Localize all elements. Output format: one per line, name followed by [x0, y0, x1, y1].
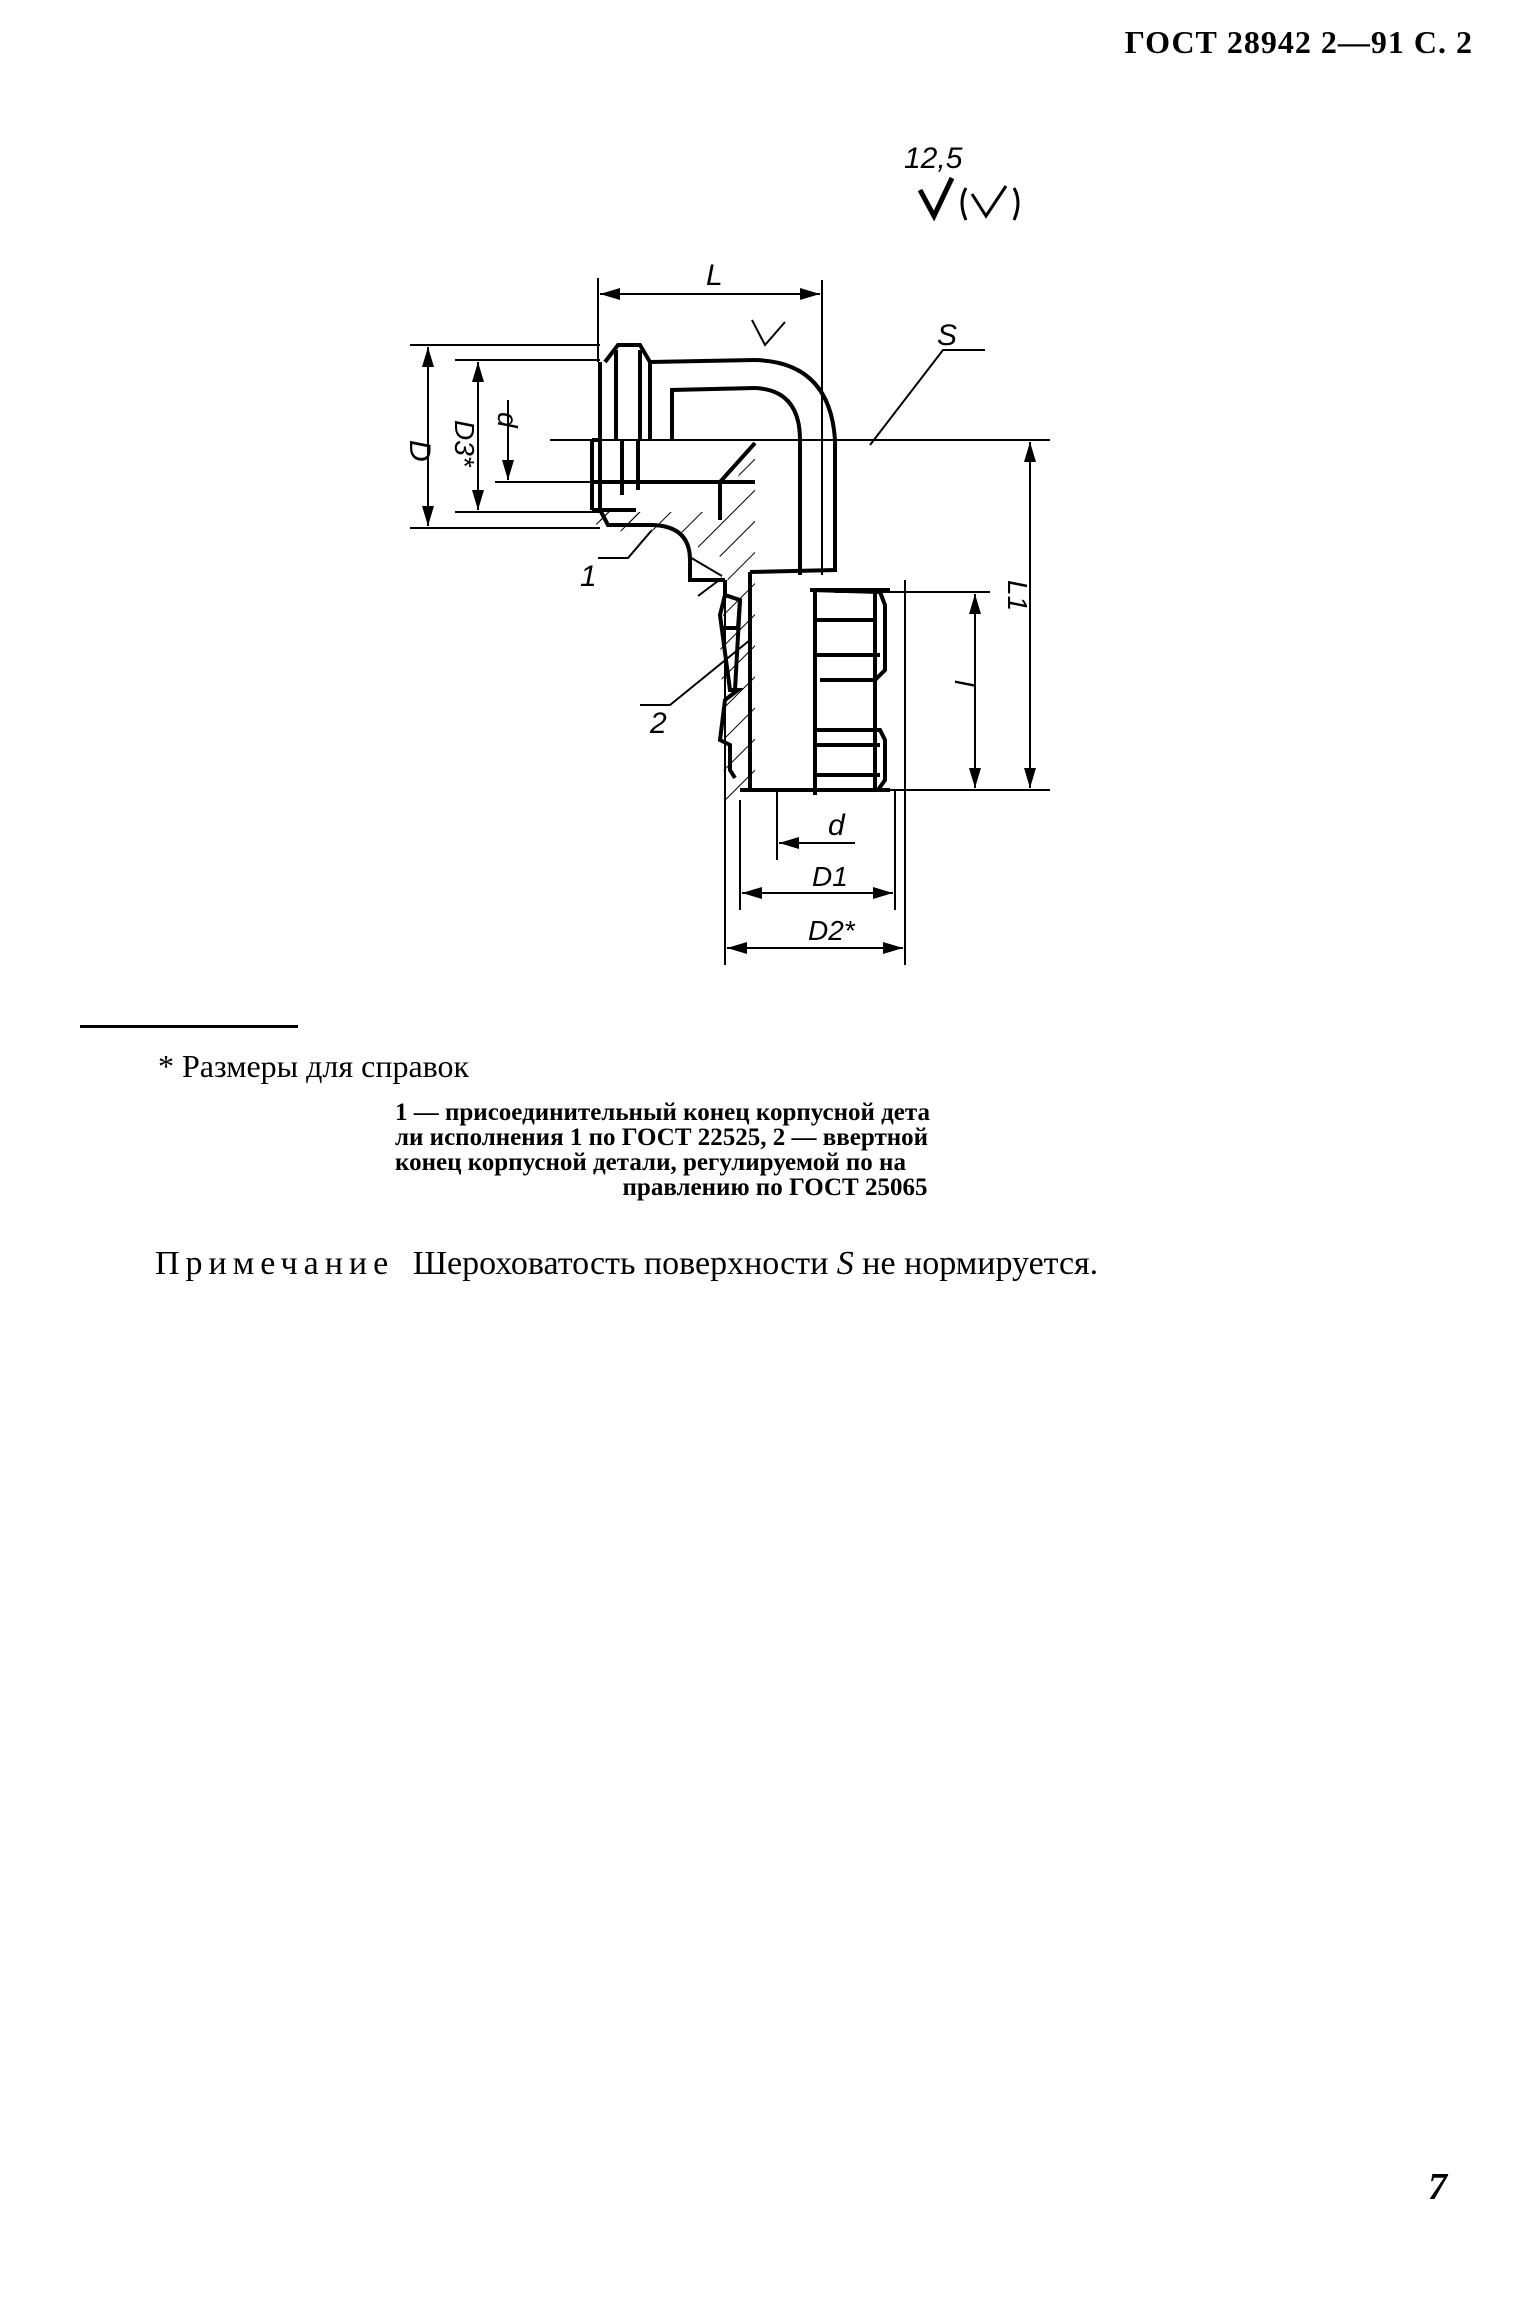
note-text-before: Шероховатость поверхности	[412, 1245, 829, 1282]
label-D3: D3*	[449, 420, 480, 468]
label-D: D	[403, 440, 436, 462]
label-S: S	[937, 319, 957, 352]
footnote-divider	[80, 1025, 298, 1028]
callout-1: 1	[580, 560, 597, 593]
label-D1: D1	[812, 861, 848, 892]
callout-2: 2	[649, 707, 667, 740]
svg-text:12,5: 12,5	[904, 142, 963, 175]
figure-caption: 1 — присоединительный конец корпусной де…	[395, 1100, 1155, 1200]
surface-roughness-check-icon: 12,5	[904, 142, 1020, 222]
note-label: Примечание	[155, 1245, 395, 1282]
caption-line: ли исполнения 1 по ГОСТ 22525, 2 — вверт…	[395, 1124, 929, 1151]
note: Примечание Шероховатость поверхности S н…	[155, 1245, 1098, 1283]
label-D2: D2*	[808, 915, 856, 946]
caption-line: правлению по ГОСТ 25065	[622, 1174, 928, 1201]
page-number: 7	[1428, 2166, 1447, 2208]
roughness-symbol: 12,5	[900, 138, 1050, 228]
caption-line: 1 — присоединительный конец корпусной де…	[395, 1099, 930, 1126]
note-text-after: не нормируется.	[862, 1245, 1099, 1282]
technical-drawing: L S D D3* d 1 2 L1 l d D1 D2*	[370, 250, 1090, 990]
label-d-left: d	[492, 412, 523, 429]
caption-line: конец корпусной детали, регулируемой по …	[395, 1149, 906, 1176]
footnote-text: * Размеры для справок	[158, 1048, 470, 1084]
page-header: ГОСТ 28942 2—91 С. 2	[1124, 24, 1473, 60]
note-symbol: S	[836, 1245, 854, 1282]
label-L1: L1	[1002, 580, 1033, 611]
label-d-bottom: d	[828, 809, 846, 842]
label-L-top: L	[706, 259, 723, 292]
label-l: l	[949, 680, 980, 687]
